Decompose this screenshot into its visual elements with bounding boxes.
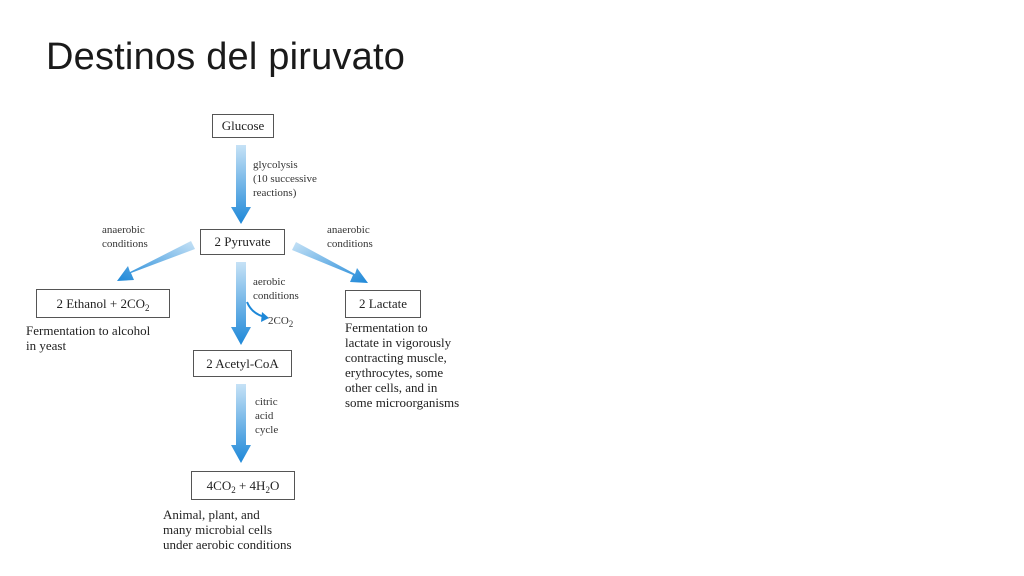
node-final-products-label: 4CO2 + 4H2O	[206, 477, 280, 495]
label-anaerobic-right: anaerobic conditions	[327, 224, 373, 250]
arrow-anaerobic-left	[117, 241, 195, 281]
arrow-citric-cycle	[231, 384, 251, 463]
arrow-glycolysis	[231, 145, 251, 224]
node-glucose: Glucose	[212, 114, 274, 138]
arrow-aerobic	[231, 262, 251, 345]
label-glycolysis: glycolysis (10 successive reactions)	[253, 159, 317, 199]
node-ethanol: 2 Ethanol + 2CO2	[36, 289, 170, 318]
caption-lactate: Fermentation to lactate in vigorously co…	[345, 320, 460, 410]
label-co2-release: 2CO2	[268, 315, 294, 329]
arrow-anaerobic-right	[292, 242, 368, 283]
slide-title: Destinos del piruvato	[46, 36, 406, 78]
node-lactate: 2 Lactate	[345, 290, 421, 318]
node-acetyl-coa: 2 Acetyl-CoA	[193, 350, 292, 377]
node-acetyl-coa-label: 2 Acetyl-CoA	[206, 355, 279, 371]
caption-ethanol: Fermentation to alcohol in yeast	[26, 323, 151, 353]
node-lactate-label: 2 Lactate	[359, 296, 407, 311]
node-pyruvate: 2 Pyruvate	[200, 229, 285, 255]
label-anaerobic-left: anaerobic conditions	[102, 224, 148, 250]
arrow-co2-head	[261, 312, 269, 322]
node-pyruvate-label: 2 Pyruvate	[214, 234, 271, 249]
node-glucose-label: Glucose	[221, 118, 265, 133]
caption-final-products: Animal, plant, and many microbial cells …	[163, 507, 292, 552]
node-final-products: 4CO2 + 4H2O	[191, 471, 295, 500]
node-ethanol-label: 2 Ethanol + 2CO2	[56, 295, 150, 313]
label-aerobic: aerobic conditions	[253, 276, 299, 302]
label-citric-cycle: citric acid cycle	[255, 396, 279, 436]
